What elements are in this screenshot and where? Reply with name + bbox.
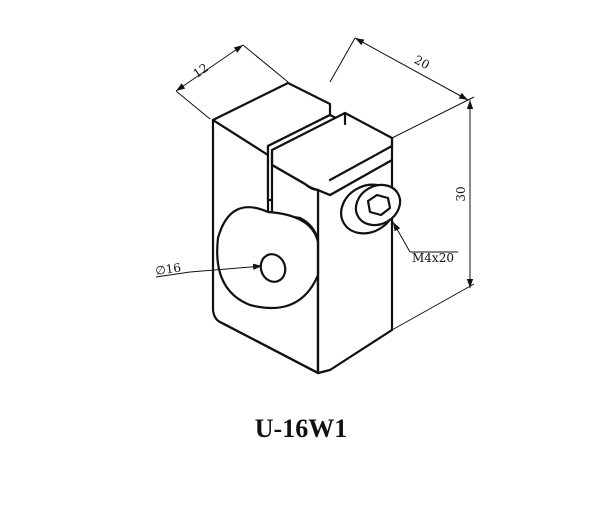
height-label: 30: [454, 186, 468, 201]
bore-hole: [259, 253, 287, 283]
chamfer-edge: [220, 321, 320, 375]
screw-label: M4x20: [412, 251, 454, 265]
part-number: U-16W1: [255, 414, 347, 443]
bore-label: ∅16: [154, 261, 181, 278]
jaw-edge: [328, 136, 394, 182]
dimension-height: 30: [391, 100, 475, 331]
leader-screw: M4x20: [392, 221, 458, 265]
clamp-block: [211, 81, 394, 375]
socket-head-screw: [340, 183, 402, 235]
dimension-width: 20: [329, 37, 475, 139]
hex-socket-icon: [366, 193, 392, 217]
width-label: 20: [412, 53, 432, 73]
depth-label: 12: [190, 61, 211, 81]
leader-bore: ∅16: [154, 261, 263, 278]
